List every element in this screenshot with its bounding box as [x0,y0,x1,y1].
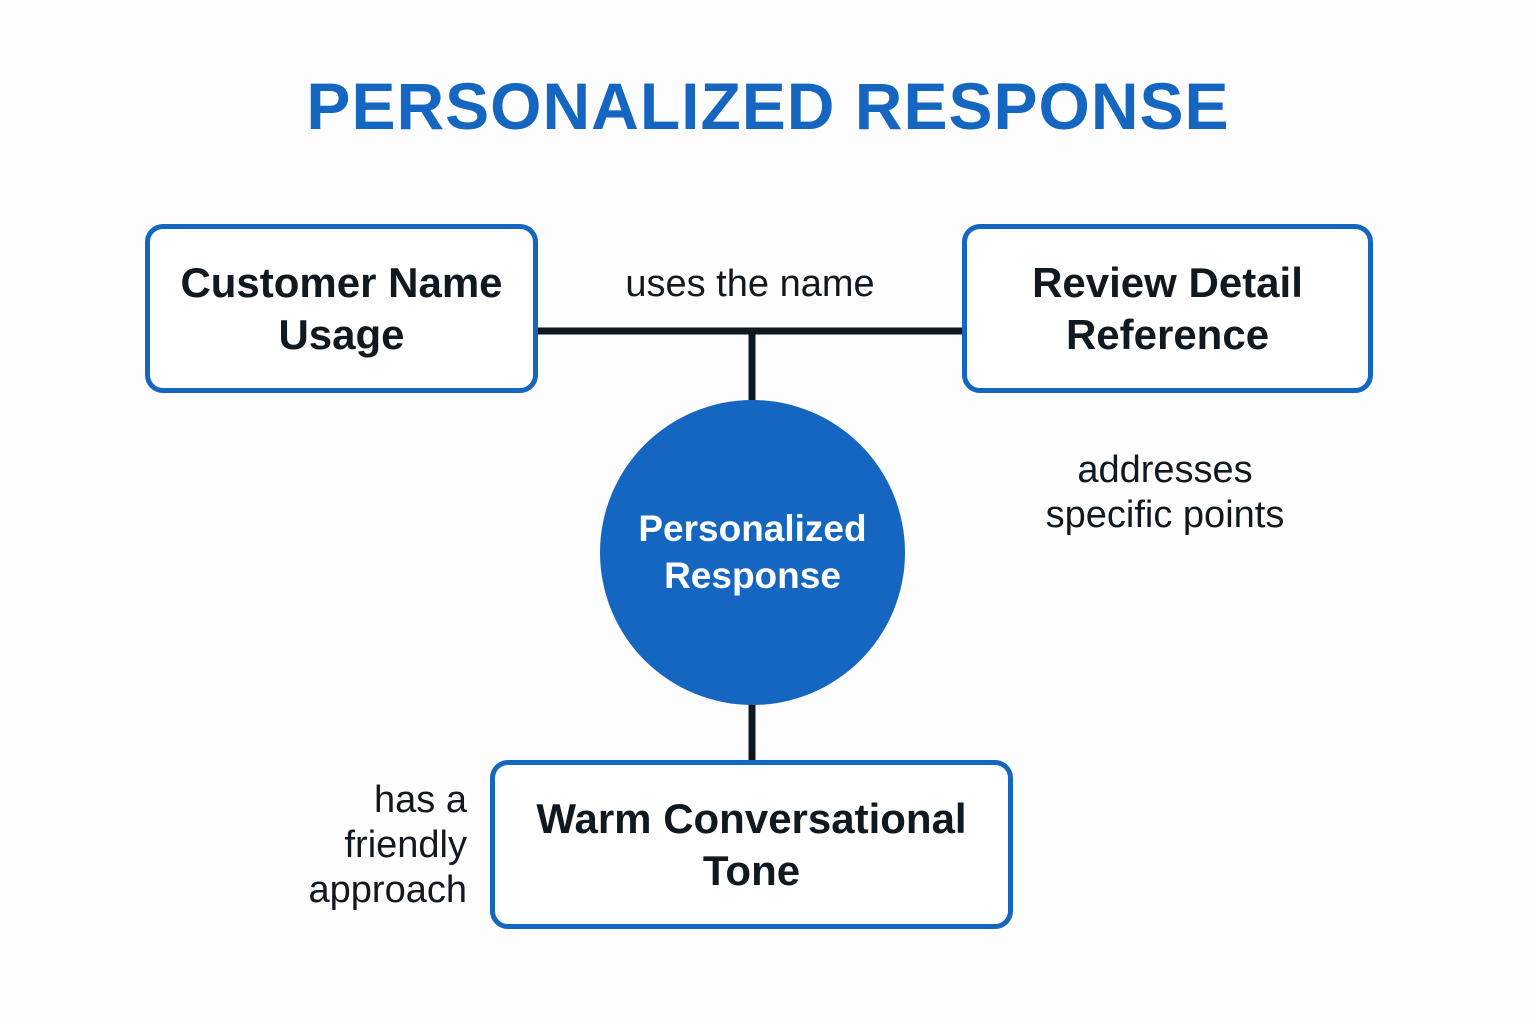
node-review-detail-reference-label: Review Detail Reference [1032,259,1303,358]
edge-label-addresses-specific-points: addresses specific points [1045,449,1285,536]
edge-label-has-a-friendly-approach: has a friendly approach [308,779,467,911]
edge-label-uses-the-name: uses the name [625,263,875,305]
node-customer-name-usage-label: Customer Name Usage [180,259,503,358]
node-personalized-response[interactable]: Personalized Response [600,400,905,705]
node-review-detail-reference[interactable]: Review Detail Reference [962,224,1373,393]
node-personalized-response-label: Personalized Response [638,508,867,596]
node-customer-name-usage[interactable]: Customer Name Usage [145,224,538,393]
page-title: PERSONALIZED RESPONSE [306,69,1230,143]
node-warm-conversational-tone-label: Warm Conversational Tone [536,795,967,894]
node-warm-conversational-tone[interactable]: Warm Conversational Tone [490,760,1013,929]
